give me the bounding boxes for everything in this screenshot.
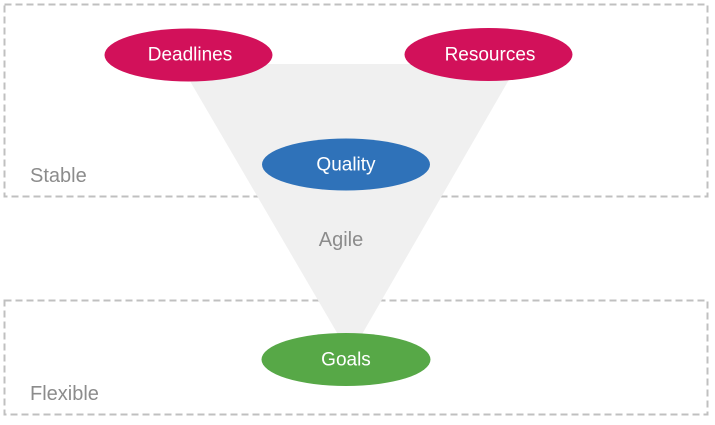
agile-funnel-label: Agile xyxy=(319,229,363,251)
goals-ellipse xyxy=(261,333,431,386)
deadlines-label: Deadlines xyxy=(148,45,233,66)
flexible-region-label: Flexible xyxy=(30,383,99,405)
deadlines-ellipse xyxy=(104,28,273,82)
resources-label: Resources xyxy=(445,45,536,66)
quality-ellipse xyxy=(262,138,430,191)
quality-label: Quality xyxy=(316,155,376,176)
flexible-region-box xyxy=(3,299,709,416)
resources-ellipse xyxy=(404,28,573,81)
stable-region-label: Stable xyxy=(30,165,87,187)
goals-label: Goals xyxy=(321,350,371,371)
agile-funnel-triangle xyxy=(180,64,518,355)
